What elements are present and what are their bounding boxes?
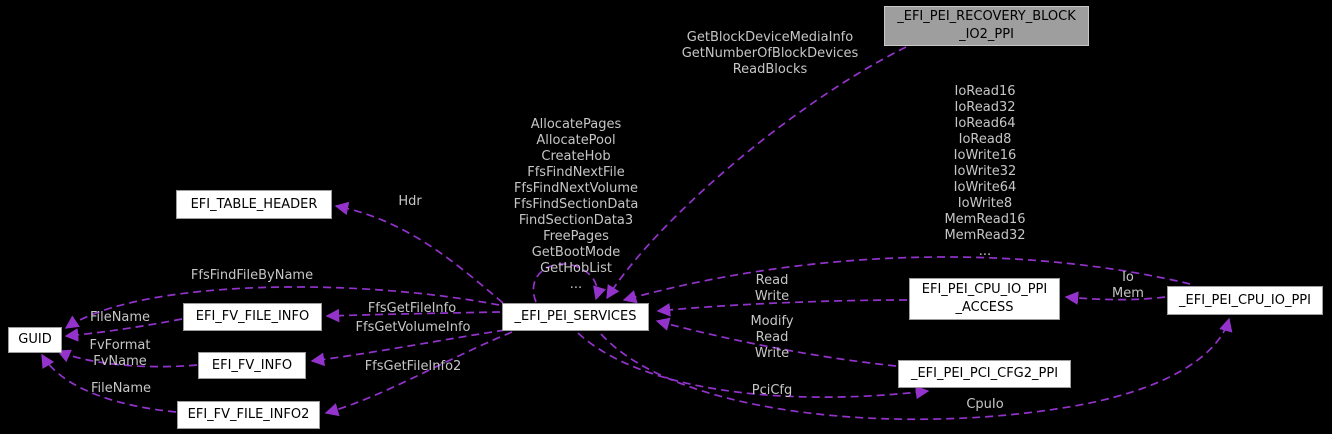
node-efi-pei-cpu-io-ppi[interactable]: _EFI_PEI_CPU_IO_PPI [1167,286,1323,315]
edge-services-cpuio-to-cpuioppi [600,317,1233,421]
node-efi-pei-recovery-block-io2-ppi[interactable]: _EFI_PEI_RECOVERY_BLOCK _IO2_PPI [884,6,1089,46]
edge-label-ffs-get-file-info2: FfsGetFileInfo2 [364,359,462,374]
edge-services-hdr-to-tableheader [334,201,504,304]
edge-label-ffs-get-volume-info: FfsGetVolumeInfo [355,320,471,335]
node-efi-table-header[interactable]: EFI_TABLE_HEADER [176,190,332,219]
edge-label-ffs-find-file-by-name: FfsFindFileByName [190,268,314,283]
node-efi-fv-file-info2[interactable]: EFI_FV_FILE_INFO2 [177,401,320,429]
edge-services-ffsgetfileinfo2-to-fvfileinfo2 [324,331,513,417]
edge-label-filename-fvfileinfo2: FileName [90,381,152,396]
node-efi-fv-file-info[interactable]: EFI_FV_FILE_INFO [183,303,322,331]
node-efi-pei-cpu-io-ppi-access[interactable]: EFI_PEI_CPU_IO_PPI _ACCESS [909,278,1060,320]
edge-label-cpu-io: CpuIo [966,397,1004,412]
edge-services-ffsfindfilebyname-to-guid [64,286,500,329]
edge-label-hdr: Hdr [398,194,422,209]
edge-access-readwrite-to-services [656,299,908,317]
node-efi-fv-info[interactable]: EFI_FV_INFO [198,352,306,379]
edge-label-recovery-members: GetBlockDeviceMediaInfo GetNumberOfBlock… [681,30,859,77]
edge-label-ffs-get-file-info: FfsGetFileInfo [367,301,457,316]
edge-services-pcicfg-to-pcicfg2 [577,332,930,400]
edge-recovery-to-services [606,46,907,300]
edge-label-fvformat-fvname: FvFormat FvName [89,338,151,369]
edge-label-cpu-io-members: IoRead16 IoRead32 IoRead64 IoRead8 IoWri… [944,84,1026,259]
edge-label-services-self-members: AllocatePages AllocatePool CreateHob Ffs… [513,117,639,292]
edge-fvinfo-fvformat-to-guid [56,349,198,368]
edge-fvfileinfo-filename-to-guid [64,318,183,342]
edge-label-io-mem: Io Mem [1112,270,1144,301]
edge-pcicfg2-modify-to-services [655,317,897,367]
edge-label-filename-fvfileinfo: FileName [89,310,151,325]
node-guid[interactable]: GUID [8,327,62,353]
edge-label-read-write: Read Write [754,273,790,304]
edge-fvfileinfo2-filename-to-guid [41,353,177,413]
node-efi-pei-services[interactable]: _EFI_PEI_SERVICES [502,303,649,331]
edge-services-ffsgetvolumeinfo-to-fvinfo [310,329,506,367]
node-efi-pei-pci-cfg2-ppi[interactable]: _EFI_PEI_PCI_CFG2_PPI [898,360,1071,388]
edge-label-pci-cfg: PciCfg [751,383,793,398]
edge-label-modify-read-write: Modify Read Write [750,314,794,361]
edge-services-ffsgetfileinfo-to-fvfileinfo [325,308,501,323]
edge-cpuio-members-to-services [622,256,1191,304]
